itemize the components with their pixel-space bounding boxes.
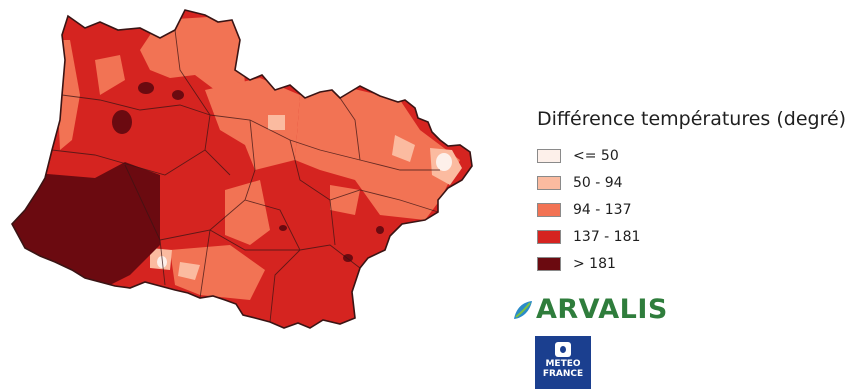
- meteo-line-1: METEO: [545, 359, 581, 369]
- zone-medium-south-central: [225, 180, 270, 245]
- zone-lightest-east: [436, 153, 452, 171]
- legend-label: > 181: [573, 256, 616, 272]
- arvalis-logo: ARVALIS: [512, 294, 668, 325]
- boundary-line-10: [159, 229, 300, 251]
- zone-highest-east: [376, 226, 384, 234]
- zone-medium-south: [170, 245, 265, 300]
- zone-highest-north-3: [172, 90, 184, 100]
- legend-item: <= 50: [537, 146, 640, 166]
- boundary-line-1: [61, 94, 211, 116]
- zone-medium-cevennes: [330, 185, 360, 215]
- meteo-france-logo: METEO FRANCE: [535, 336, 591, 389]
- department-boundaries: [51, 29, 440, 323]
- legend-title: Différence températures (degré): [537, 108, 847, 130]
- legend-label: <= 50: [573, 148, 619, 164]
- legend-swatch: [537, 149, 561, 163]
- legend: <= 50 50 - 94 94 - 137 137 - 181 > 181: [537, 146, 640, 281]
- zone-medium-east: [295, 88, 460, 220]
- region-map: [11, 9, 473, 329]
- legend-swatch: [537, 230, 561, 244]
- leaf-icon: [514, 300, 532, 319]
- legend-item: 137 - 181: [537, 227, 640, 247]
- boundary-line-12: [339, 97, 361, 161]
- legend-item: 50 - 94: [537, 173, 640, 193]
- legend-label: 137 - 181: [573, 229, 641, 245]
- meteo-france-mark-icon: [555, 342, 571, 357]
- zone-light-central: [268, 115, 285, 130]
- zone-light-south: [178, 262, 200, 280]
- legend-item: > 181: [537, 254, 640, 274]
- zone-light-east-1: [392, 135, 415, 162]
- legend-swatch: [537, 176, 561, 190]
- boundary-line-9: [299, 244, 361, 269]
- legend-swatch: [537, 257, 561, 271]
- legend-label: 50 - 94: [573, 175, 623, 191]
- zone-highest-south: [343, 254, 353, 262]
- meteo-line-2: FRANCE: [542, 369, 584, 379]
- zone-medium-central: [205, 78, 300, 170]
- arvalis-wordmark: ARVALIS: [536, 294, 668, 325]
- zone-highest-central: [279, 225, 287, 231]
- boundary-line-7: [289, 139, 439, 213]
- zone-highest-north-2: [138, 82, 154, 94]
- legend-item: 94 - 137: [537, 200, 640, 220]
- legend-label: 94 - 137: [573, 202, 632, 218]
- boundary-line-3: [51, 149, 206, 176]
- boundary-line-11: [329, 199, 336, 246]
- zone-medium-northwest: [95, 55, 125, 95]
- zone-highest-north-1: [112, 110, 132, 134]
- legend-swatch: [537, 203, 561, 217]
